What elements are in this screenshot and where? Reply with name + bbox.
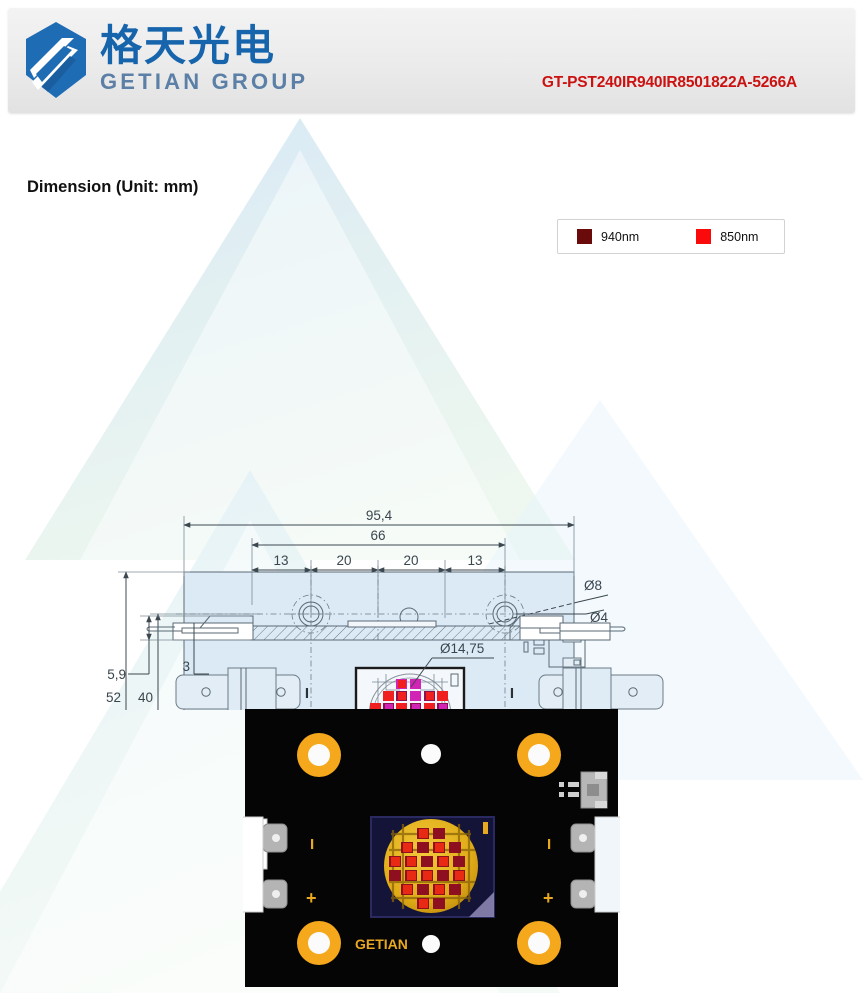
company-logo: 格天光电 GETIAN GROUP bbox=[22, 20, 308, 100]
dim-seg-4: 13 bbox=[467, 553, 482, 568]
dim-board-thickness: 3 bbox=[182, 659, 190, 674]
dim-seg-3: 20 bbox=[403, 553, 418, 568]
photo-led-emitter bbox=[370, 816, 495, 918]
polarity-negative-right: I bbox=[510, 685, 514, 702]
photo-polarity-negative-left: I bbox=[310, 836, 314, 853]
photo-polarity-negative-right: I bbox=[547, 836, 551, 853]
legend-label-940nm: 940nm bbox=[601, 229, 640, 244]
polarity-negative-left: I bbox=[305, 685, 309, 702]
logo-english-name: GETIAN GROUP bbox=[100, 69, 309, 95]
dim-seg-1: 13 bbox=[273, 553, 288, 568]
legend-label-850nm: 850nm bbox=[720, 229, 759, 244]
photo-polarity-positive-left: + bbox=[306, 888, 317, 908]
photo-polarity-positive-right: + bbox=[543, 888, 554, 908]
page-header: 格天光电 GETIAN GROUP GT-PST240IR940IR850182… bbox=[8, 8, 855, 113]
dim-seg-2: 20 bbox=[336, 553, 351, 568]
dim-hole-span: 66 bbox=[370, 528, 385, 543]
dimension-drawing: .ln { stroke:#5a6a75; stroke-width:1; fi… bbox=[106, 508, 664, 710]
dim-overall-width: 95,4 bbox=[366, 508, 393, 523]
part-number: GT-PST240IR940IR8501822A-5266A bbox=[541, 74, 797, 91]
photo-connector-right bbox=[570, 816, 620, 913]
section-title: Dimension (Unit: mm) bbox=[27, 178, 199, 196]
legend-item-940nm: 940nm bbox=[577, 229, 639, 244]
legend-swatch-850nm bbox=[696, 229, 712, 244]
dim-inner-height: 40 bbox=[138, 690, 153, 705]
legend-swatch-940nm bbox=[577, 229, 592, 244]
product-photo: GETIAN I + I + bbox=[243, 709, 620, 987]
wavelength-legend: 940nm 850nm bbox=[557, 219, 785, 254]
photo-silkscreen-brand: GETIAN bbox=[355, 936, 408, 952]
logo-chinese-name: 格天光电 bbox=[100, 21, 277, 71]
getian-hexagon-logo-icon bbox=[26, 22, 86, 98]
dim-overall-height: 52 bbox=[106, 690, 121, 705]
dim-total-thickness: 5,9 bbox=[107, 667, 126, 682]
callout-emitter-diameter: Ø14,75 bbox=[440, 641, 484, 656]
callout-hole-outer: Ø8 bbox=[584, 578, 602, 593]
legend-item-850nm: 850nm bbox=[696, 229, 758, 244]
